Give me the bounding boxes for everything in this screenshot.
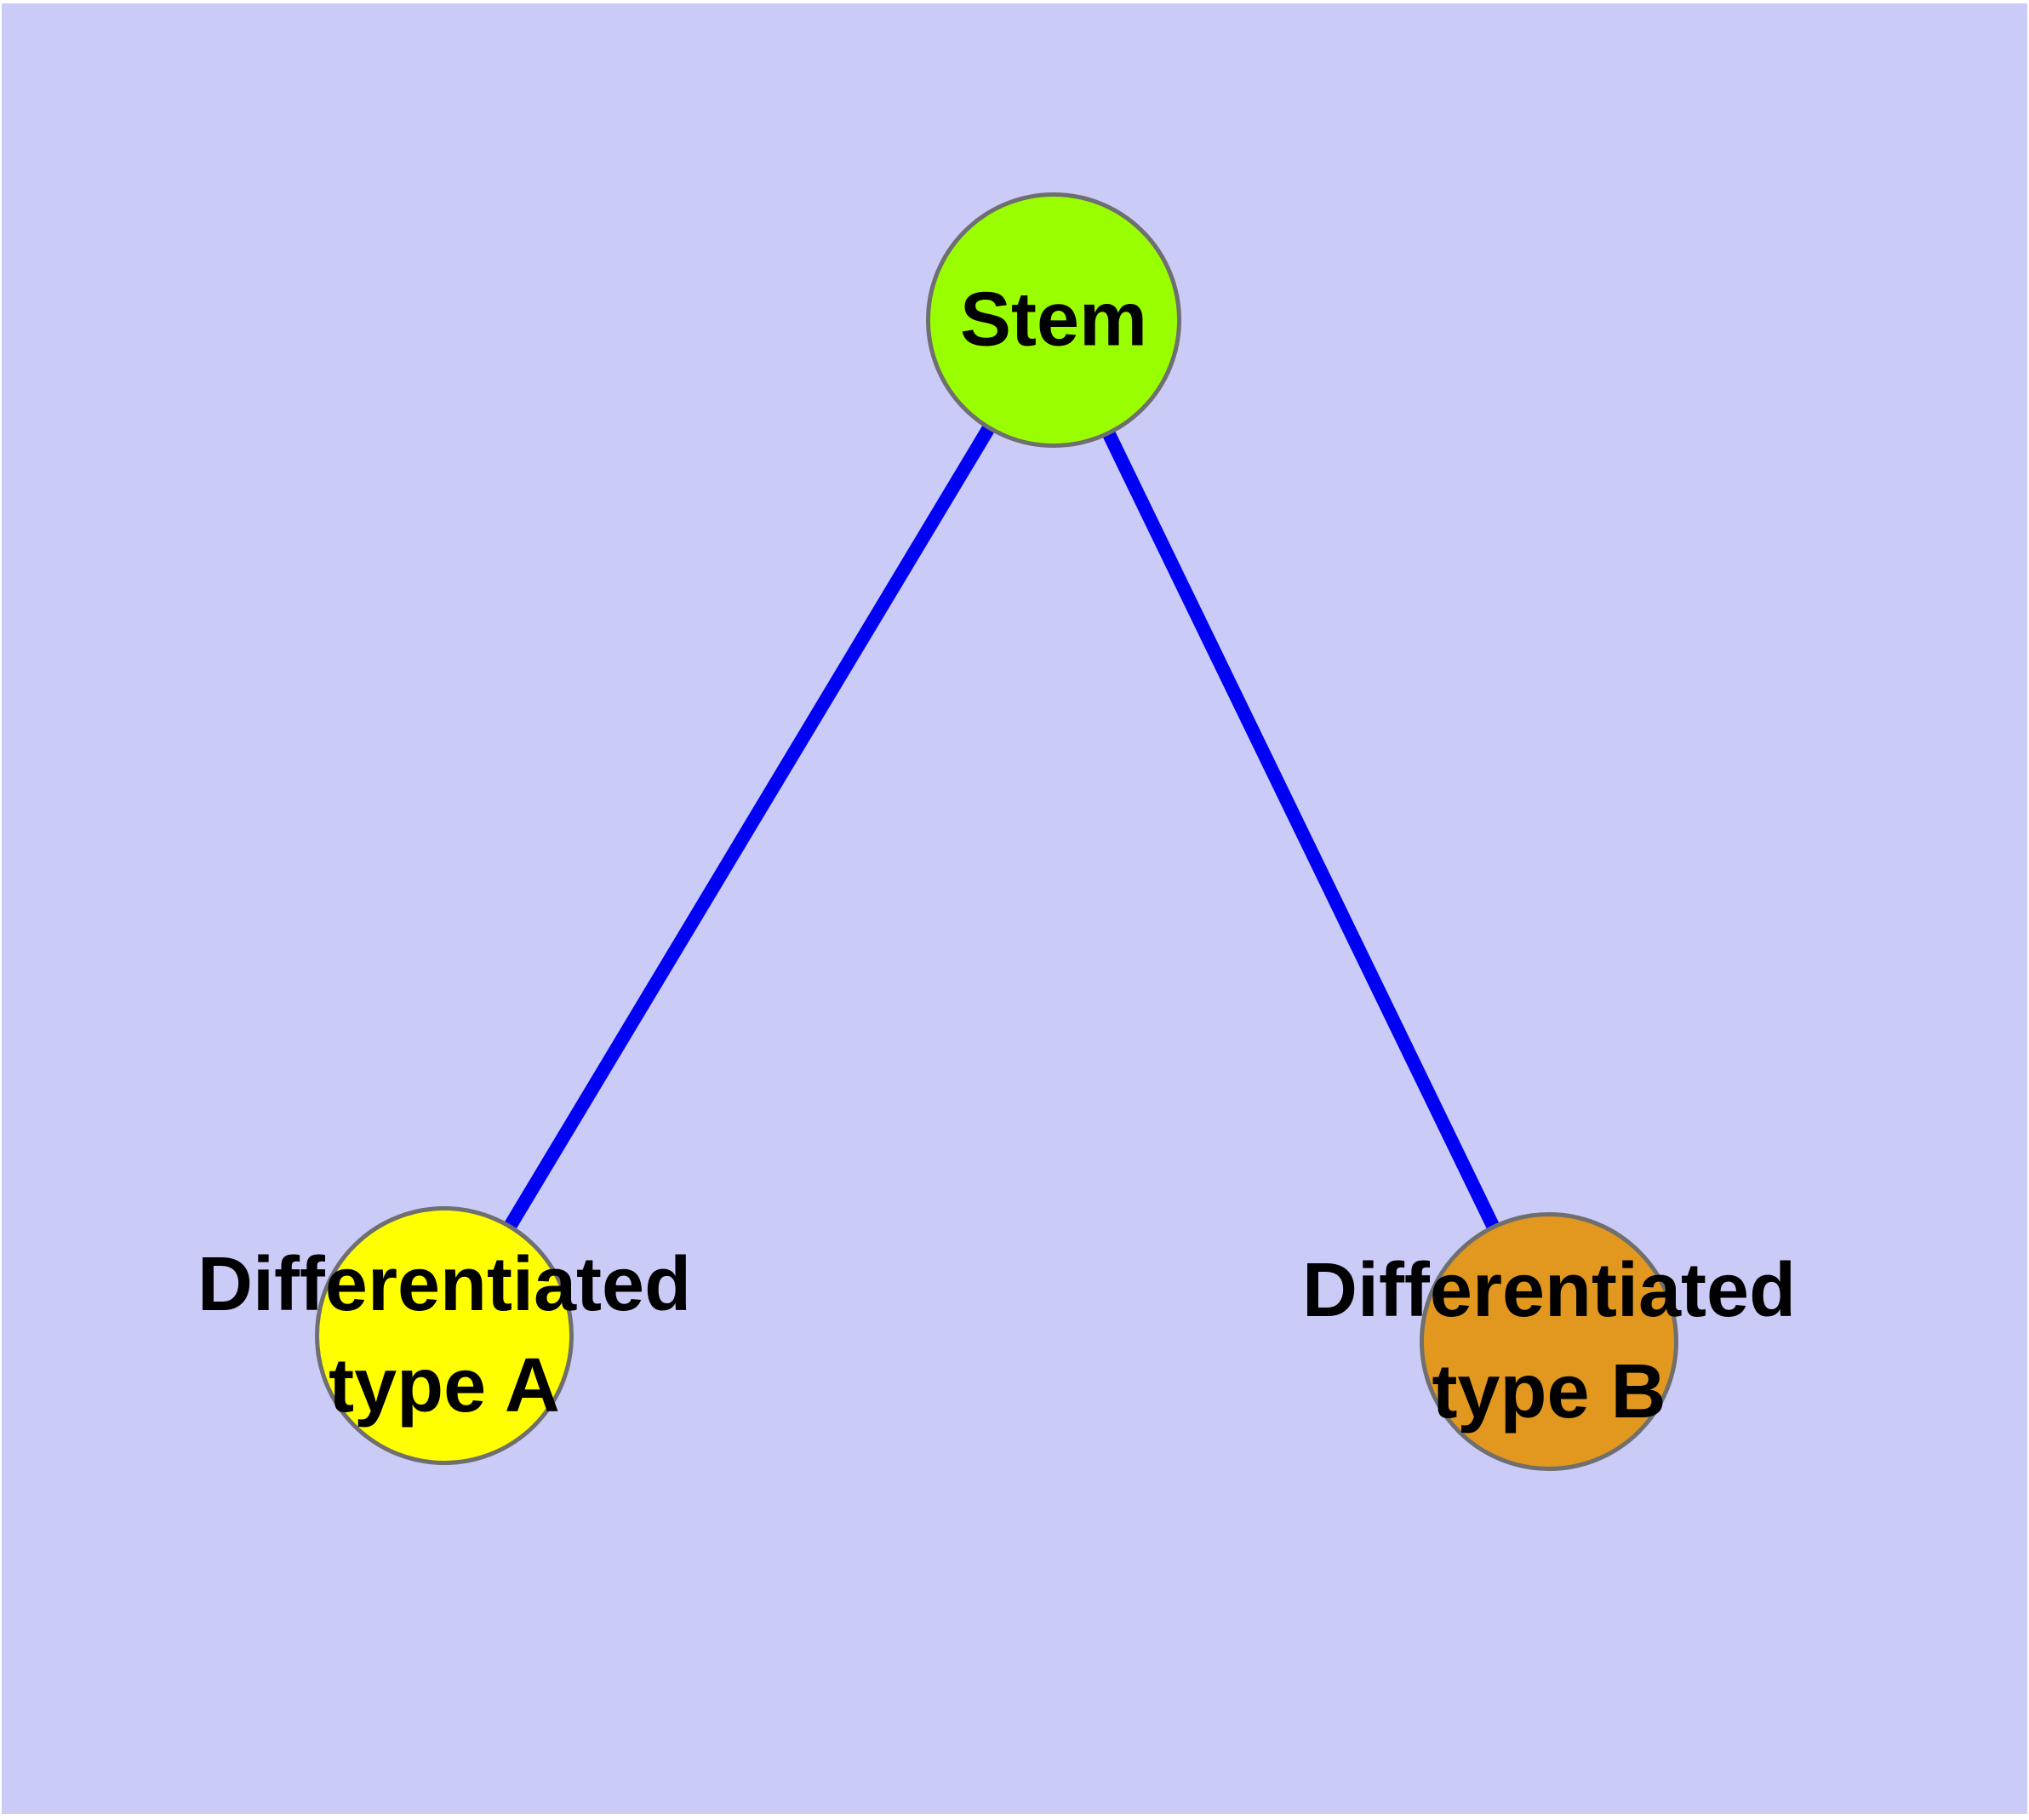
node-stem-circle — [926, 192, 1181, 448]
node-differentiated-type-a-circle — [315, 1206, 574, 1465]
node-differentiated-type-b-label: Differentiated type B — [1301, 1248, 1797, 1434]
edges-layer — [438, 316, 1556, 1345]
diagram-canvas: Stem Differentiated type A Differentiate… — [2, 3, 2027, 1814]
edge-stem-to-type-a — [438, 316, 1060, 1340]
node-stem-label: Stem — [959, 277, 1148, 363]
node-differentiated-type-a-label: Differentiated type A — [197, 1242, 692, 1428]
edge-stem-to-type-b — [1047, 317, 1556, 1345]
node-differentiated-type-b-circle — [1420, 1212, 1678, 1471]
